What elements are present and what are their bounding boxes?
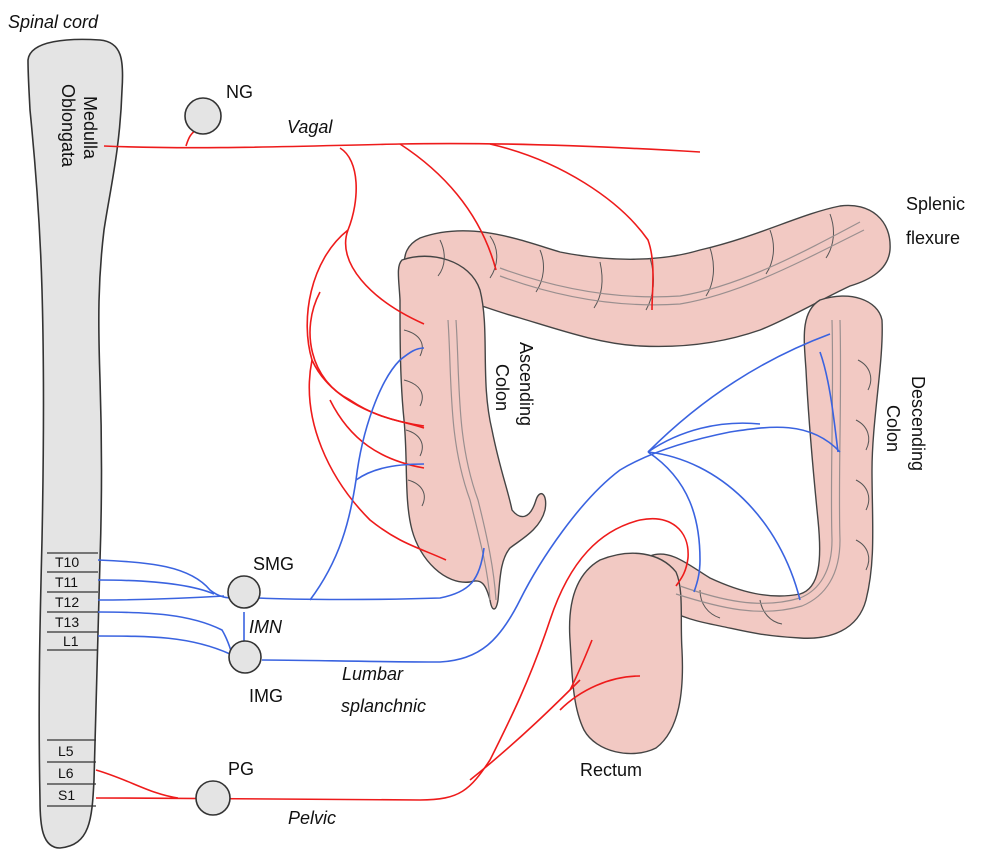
img-label: IMG	[249, 686, 283, 706]
segment-l5: L5	[58, 743, 74, 759]
spinal-cord-label: Spinal cord	[8, 12, 99, 32]
segment-t11: T11	[55, 574, 78, 590]
colon	[398, 205, 890, 753]
vagal-label: Vagal	[287, 117, 333, 137]
lumbar-label-2: splanchnic	[341, 696, 426, 716]
descending-label-1: Descending	[908, 376, 928, 471]
splenic-label-1: Splenic	[906, 194, 965, 214]
segment-l1: L1	[63, 633, 79, 649]
pelvic-label: Pelvic	[288, 808, 336, 828]
smg-label: SMG	[253, 554, 294, 574]
descending-label-2: Colon	[883, 405, 903, 452]
splenic-label-2: flexure	[906, 228, 960, 248]
nodose-ganglion	[185, 98, 221, 134]
segment-l6: L6	[58, 765, 74, 781]
medulla-label-2: Oblongata	[58, 84, 78, 168]
ascending-label-2: Colon	[492, 364, 512, 411]
segment-t12: T12	[55, 594, 79, 610]
imn-label: IMN	[249, 617, 283, 637]
medulla-label-1: Medulla	[80, 96, 100, 160]
rectum-label: Rectum	[580, 760, 642, 780]
ng-label: NG	[226, 82, 253, 102]
segment-t13: T13	[55, 614, 79, 630]
lumbar-label-1: Lumbar	[342, 664, 404, 684]
segment-t10: T10	[55, 554, 79, 570]
pelvic-ganglion	[196, 781, 230, 815]
ascending-label-1: Ascending	[516, 342, 536, 426]
inferior-mesenteric-ganglion	[229, 641, 261, 673]
segment-s1: S1	[58, 787, 75, 803]
pg-label: PG	[228, 759, 254, 779]
superior-mesenteric-ganglion	[228, 576, 260, 608]
